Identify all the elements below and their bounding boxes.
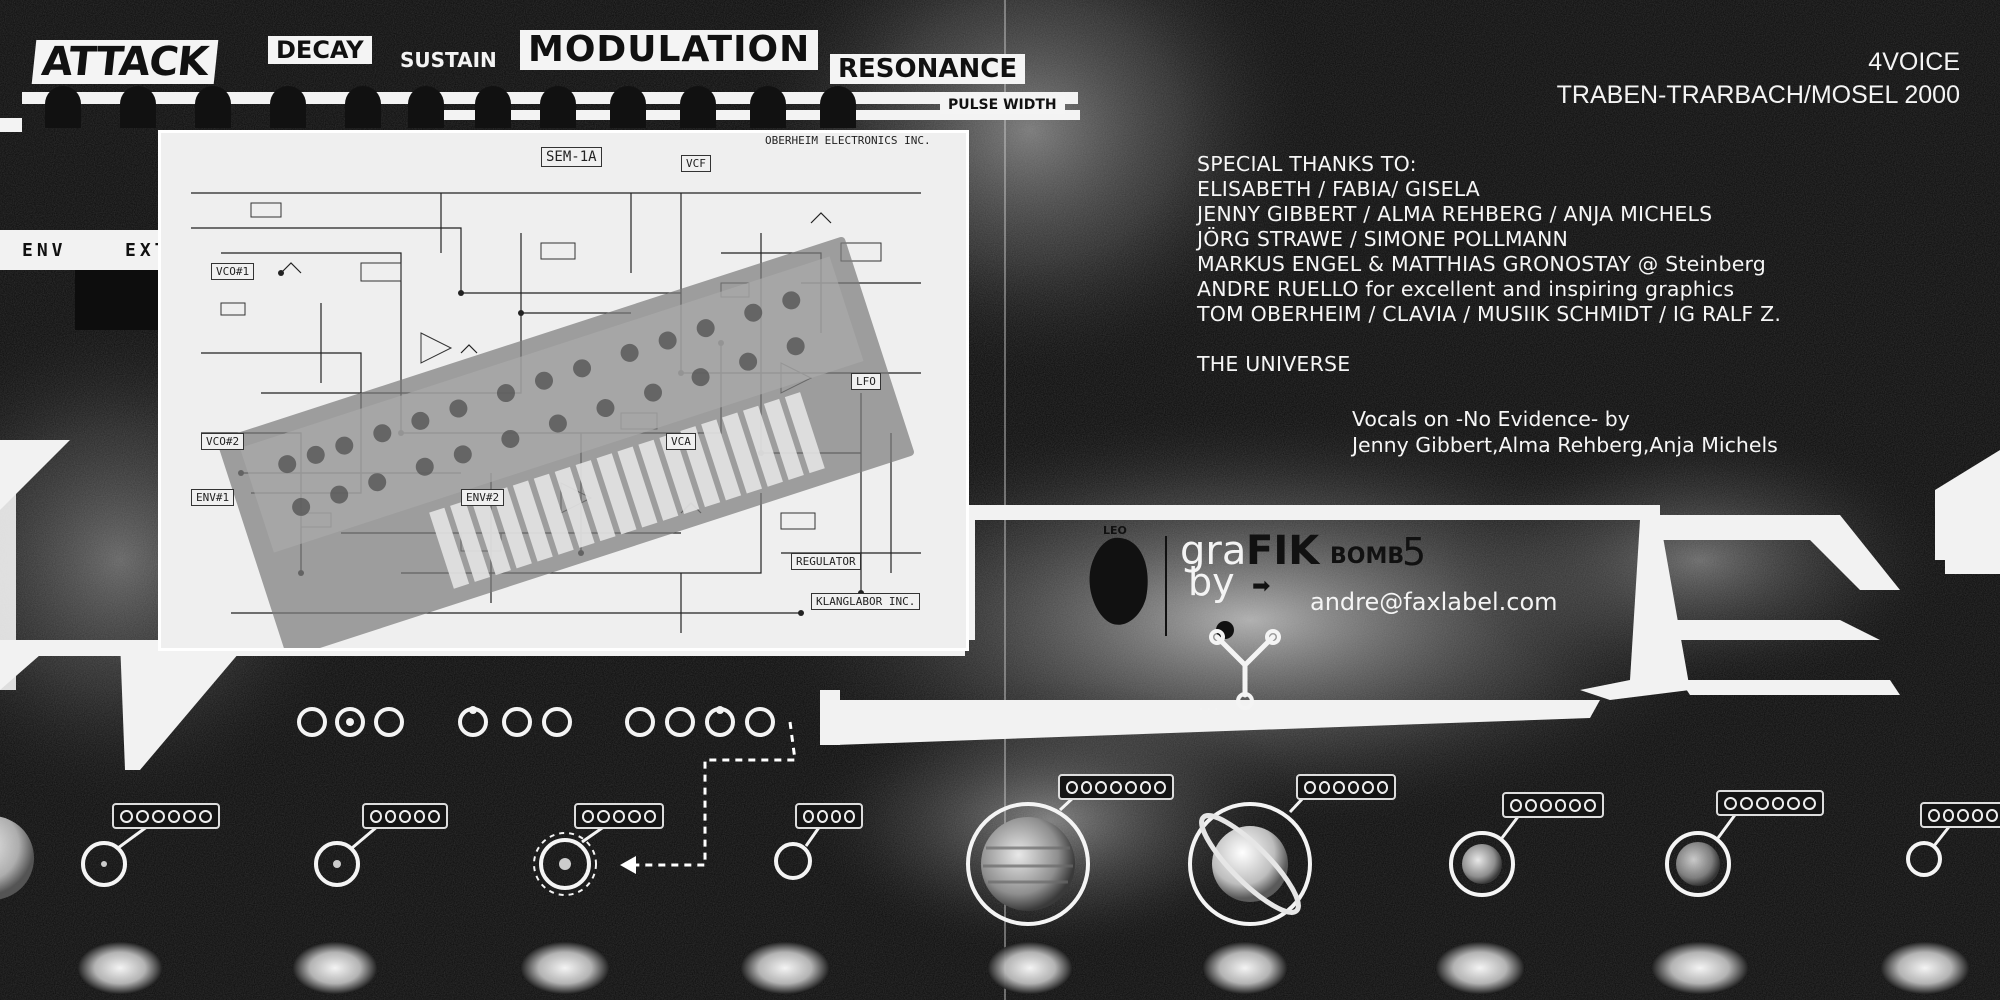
leo-label: LEO: [1103, 524, 1127, 537]
grafik-bomb: BOMB: [1330, 544, 1405, 569]
album-title: 4VOICE: [1868, 48, 1960, 76]
thanks-heading: SPECIAL THANKS TO:: [1197, 152, 1417, 176]
grafik-gra: gra: [1180, 528, 1247, 574]
env-label: ENV: [22, 240, 67, 261]
thanks-line: ANDRE RUELLO for excellent and inspiring…: [1197, 277, 1735, 301]
schematic-block-vcf: VCF: [681, 155, 711, 172]
schematic-block-vco1: VCO#1: [211, 263, 255, 280]
leo-logo-icon: [1089, 537, 1148, 625]
album-location: TRABEN-TRARBACH/MOSEL 2000: [1556, 81, 1960, 109]
vocals-line-1: Vocals on -No Evidence- by: [1352, 407, 1630, 431]
grafik-email: andre@faxlabel.com: [1310, 588, 1558, 616]
knob-label-5: [1058, 774, 1174, 800]
grafik-bomb-credit: gra FIK BOMB 5 by ➡ andre@faxlabel.com: [1180, 528, 1620, 656]
knob-label-7: [1502, 792, 1604, 818]
schematic-module-label: SEM-1A: [541, 147, 602, 167]
knob-label-6: [1296, 774, 1396, 800]
schematic-footer: KLANGLABOR INC.: [811, 593, 921, 610]
schematic-block-regulator: REGULATOR: [791, 553, 861, 570]
ext-label: EXT: [125, 240, 170, 261]
grafik-fik: FIK: [1246, 528, 1320, 574]
synth-label-modulation: MODULATION: [520, 30, 819, 70]
grafik-number: 5: [1402, 530, 1427, 574]
synth-label-pulse-width: PULSE WIDTH: [940, 96, 1065, 114]
thanks-line: TOM OBERHEIM / CLAVIA / MUSIIK SCHMIDT /…: [1197, 302, 1782, 326]
knob-label-2: [362, 803, 448, 829]
grafik-by: by: [1188, 560, 1235, 604]
synth-label-attack: ATTACK: [31, 39, 218, 85]
synth-label-resonance: RESONANCE: [830, 54, 1026, 84]
thanks-line: JENNY GIBBERT / ALMA REHBERG / ANJA MICH…: [1197, 202, 1713, 226]
schematic-block-lfo: LFO: [851, 373, 881, 390]
vocals-line-2: Jenny Gibbert,Alma Rehberg,Anja Michels: [1352, 433, 1778, 457]
thanks-line: ELISABETH / FABIA/ GISELA: [1197, 177, 1481, 201]
logo-dots: ...: [1198, 694, 1222, 715]
vocals-credit: Vocals on -No Evidence- by Jenny Gibbert…: [1352, 406, 1778, 458]
logo-divider: [1165, 536, 1167, 636]
node-logo-icon: [1209, 621, 1281, 710]
schematic-drawing: [161, 133, 966, 648]
special-thanks: SPECIAL THANKS TO: ELISABETH / FABIA/ GI…: [1197, 152, 1781, 377]
synth-label-decay: DECAY: [268, 36, 372, 64]
knob-label-8: [1716, 790, 1824, 816]
album-credits: 4VOICE TRABEN-TRARBACH/MOSEL 2000: [1557, 46, 1960, 112]
thanks-universe: THE UNIVERSE: [1197, 352, 1351, 376]
thanks-line: JÖRG STRAWE / SIMONE POLLMANN: [1197, 227, 1569, 251]
knob-label-3: [574, 803, 664, 829]
knob-label-9: [1920, 802, 2000, 828]
schematic-company: OBERHEIM ELECTRONICS INC.: [765, 134, 931, 147]
schematic-block-env1: ENV#1: [191, 489, 235, 506]
knob-label-4: [795, 803, 863, 829]
schematic-block-vco2: VCO#2: [201, 433, 245, 450]
thanks-line: MARKUS ENGEL & MATTHIAS GRONOSTAY @ Stei…: [1197, 252, 1766, 276]
knob-label-1: [112, 803, 220, 829]
schematic-block-vca: VCA: [666, 433, 696, 450]
schematic-panel: OBERHEIM ELECTRONICS INC. SEM-1A VCF VCO…: [158, 130, 969, 651]
schematic-block-env2: ENV#2: [461, 489, 505, 506]
synth-label-sustain: SUSTAIN: [400, 48, 497, 72]
arrow-right-icon: ➡: [1252, 574, 1271, 599]
